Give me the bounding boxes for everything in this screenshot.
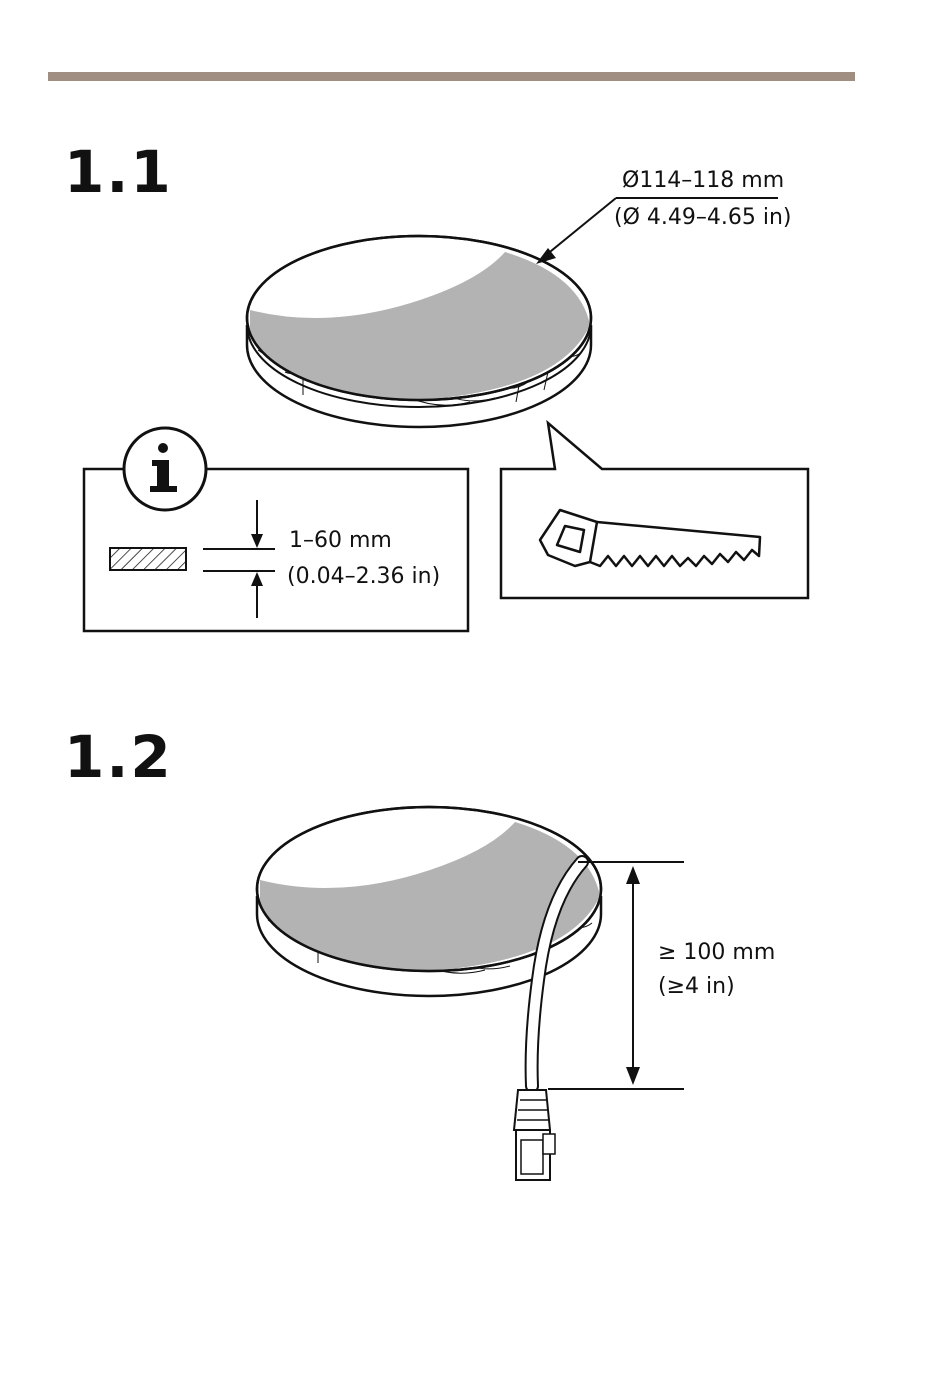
diameter-mm-label: Ø114–118 mm [622,170,784,192]
saw-callout [501,423,808,598]
thickness-mm-label: 1–60 mm [289,530,392,552]
diameter-in-label: (Ø 4.49–4.65 in) [614,207,792,229]
clearance-mm-label: ≥ 100 mm [658,942,775,964]
thickness-in-label: (0.04–2.36 in) [287,566,440,588]
clearance-in-label: (≥4 in) [658,976,735,998]
thickness-info-box [84,428,468,631]
ceiling-panel-2 [257,807,601,996]
step-number-1-2: 1.2 [64,728,173,786]
ceiling-panel-1 [247,198,778,427]
